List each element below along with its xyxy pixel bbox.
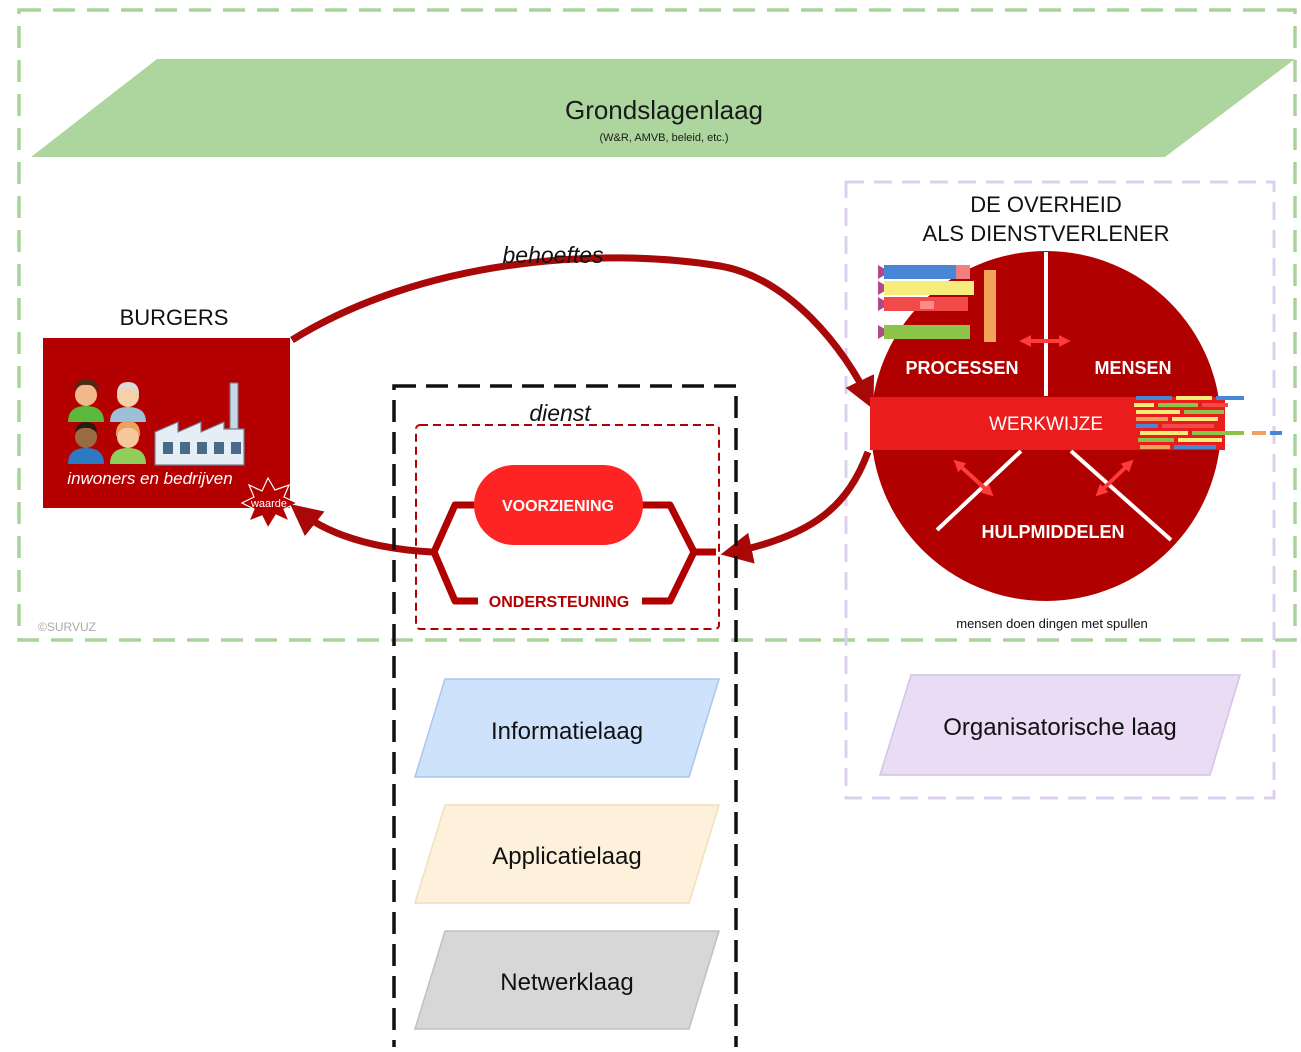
foundation-layer (31, 59, 1295, 157)
support-label: ONDERSTEUNING (489, 594, 629, 611)
burgers-caption: inwoners en bedrijven (67, 469, 232, 488)
segment-processes: PROCESSEN (905, 358, 1018, 378)
segment-tools: HULPMIDDELEN (982, 522, 1125, 542)
value-arrow (290, 504, 433, 556)
organizational-layer (878, 674, 1242, 776)
value-burst (240, 476, 299, 530)
people-tools-arrow (1095, 459, 1134, 497)
provision-label: VOORZIENING (502, 498, 614, 515)
method-label: WERKWIJZE (989, 414, 1103, 435)
network-layer-label: Netwerklaag (500, 969, 633, 996)
application-layer-label: Applicatielaag (492, 843, 641, 870)
copyright-label: ©SURVUZ (38, 620, 96, 634)
factory-icon (154, 382, 245, 466)
provision-pill (474, 465, 643, 545)
people-icon (68, 379, 146, 464)
process-tools-arrow (953, 459, 994, 497)
network-layer (413, 930, 721, 1030)
service-frame (392, 384, 738, 1052)
needs-label: behoeftes (502, 242, 604, 268)
organizational-layer-label: Organisatorische laag (943, 714, 1176, 741)
government-title-line1: DE OVERHEID (970, 192, 1122, 217)
foundation-subtitle: (W&R, AMVB, beleid, etc.) (600, 132, 729, 144)
delivery-arrow (720, 450, 872, 564)
needs-arrow (290, 254, 875, 410)
value-label: waarde (250, 498, 287, 510)
information-layer (413, 678, 721, 778)
information-layer-label: Informatielaag (491, 718, 643, 745)
burgers-title: BURGERS (120, 305, 229, 330)
segment-people: MENSEN (1094, 358, 1171, 378)
service-title: dienst (529, 400, 592, 426)
workflow-bars-icon (1134, 396, 1282, 449)
foundation-title: Grondslagenlaag (565, 95, 763, 125)
government-title-line2: ALS DIENSTVERLENER (923, 221, 1170, 246)
process-bars-icon (878, 265, 996, 342)
application-layer (413, 804, 721, 904)
service-inner-frame (415, 424, 720, 630)
government-tagline: mensen doen dingen met spullen (956, 616, 1148, 631)
